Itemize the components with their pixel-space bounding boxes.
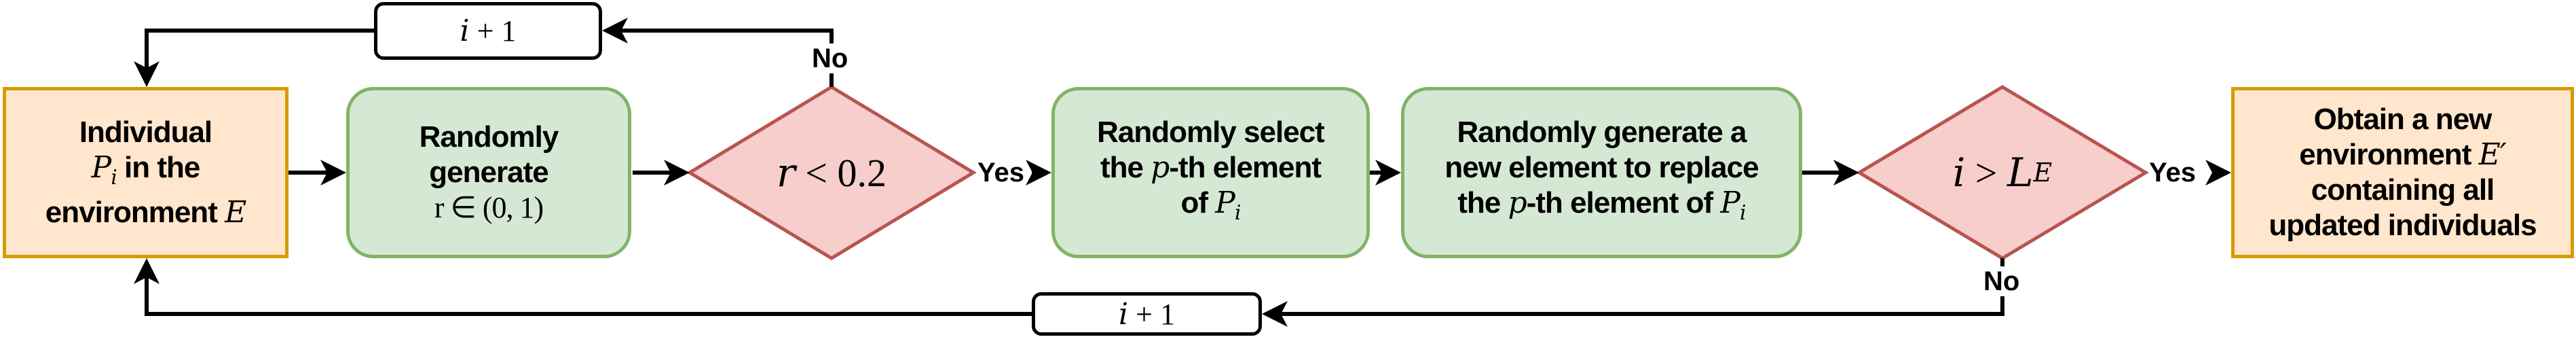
arrowhead [1262, 301, 1288, 327]
text-line: Obtain a new [2313, 103, 2493, 136]
label-yes-1: Yes [977, 158, 1024, 188]
math-var: P [1720, 185, 1740, 220]
process-replace-element: Randomly generate a new element to repla… [1401, 87, 1802, 258]
text: environment [45, 196, 225, 230]
label-no-bottom: No [1983, 266, 2020, 296]
math-var: i [460, 14, 470, 48]
text-line: generate [429, 156, 548, 189]
math-var: E [225, 195, 246, 230]
text: environment [2299, 138, 2479, 171]
text-line: Randomly select [1097, 115, 1325, 149]
math-num: 0.2 [837, 150, 886, 195]
math-var: p [1508, 185, 1527, 220]
math-var: L [2007, 149, 2034, 196]
loop-bottom-left [145, 266, 1032, 316]
arrowhead [1026, 160, 1051, 186]
text-line: Individual [79, 115, 212, 149]
math-text: + 1 [469, 14, 517, 48]
math-op: < [795, 150, 838, 195]
text-line: containing all [2311, 173, 2495, 207]
text-line: of Pi [1097, 186, 1324, 231]
start-node-individual: Individual Pi in the environment E [3, 87, 288, 258]
increment-box-top: i + 1 [374, 2, 602, 60]
math-var: E′ [2478, 137, 2507, 172]
arrowhead [134, 61, 160, 87]
text: of [1180, 186, 1216, 219]
text-line: new element to replace [1444, 150, 1759, 184]
math-var: i [1952, 149, 1966, 196]
math-line: r ∈ (0, 1) [434, 191, 544, 224]
arrowhead [664, 160, 690, 186]
loop-top [611, 29, 834, 87]
text-line: the p-th element of Pi [1444, 186, 1758, 231]
math-text: + 1 [1128, 297, 1175, 331]
text: -th element of [1526, 186, 1721, 219]
math-var: p [1151, 149, 1170, 185]
arrowhead [320, 160, 346, 186]
text-line: environment E′ [2269, 137, 2536, 173]
text-line: Pi in the [45, 150, 246, 196]
math-op: > [1965, 150, 2007, 195]
process-generate-r: Randomly generate r ∈ (0, 1) [346, 87, 631, 258]
math-var: P [1215, 185, 1235, 220]
loop-bottom [1271, 258, 2004, 316]
math-var: P [91, 149, 112, 185]
text-line: Randomly [419, 120, 559, 154]
arrowhead [602, 18, 628, 43]
end-node-new-environment: Obtain a new environment E′ containing a… [2231, 87, 2574, 258]
decision-diamond-r [686, 85, 977, 260]
label-no-top: No [812, 43, 848, 73]
text-line: the p-th element [1097, 150, 1324, 186]
text: the [1457, 186, 1508, 219]
text-line: updated individuals [2269, 209, 2537, 242]
math-sub: i [1234, 200, 1242, 225]
text: the [1100, 150, 1151, 184]
math-var: r [777, 149, 796, 196]
arrowhead [1375, 160, 1401, 186]
decision-diamond-i [1856, 85, 2149, 260]
arrowhead [134, 258, 160, 284]
text: in the [116, 150, 200, 184]
arrowhead [1833, 160, 1859, 186]
text-line: Randomly generate a [1457, 115, 1747, 149]
text-line: environment E [45, 195, 246, 230]
text: -th element [1169, 150, 1322, 184]
decision-r-text: r < 0.2 [690, 87, 973, 258]
math-sub: E [2033, 158, 2053, 188]
arrowhead [2205, 160, 2231, 186]
increment-box-bottom: i + 1 [1032, 292, 1262, 336]
loop-top-left [145, 29, 374, 79]
math-sub: i [1740, 200, 1747, 225]
math-var: i [1119, 296, 1129, 332]
label-yes-2: Yes [2149, 158, 2196, 188]
process-select-element: Randomly select the p-th element of Pi [1051, 87, 1370, 258]
math-sub: i [111, 165, 117, 190]
